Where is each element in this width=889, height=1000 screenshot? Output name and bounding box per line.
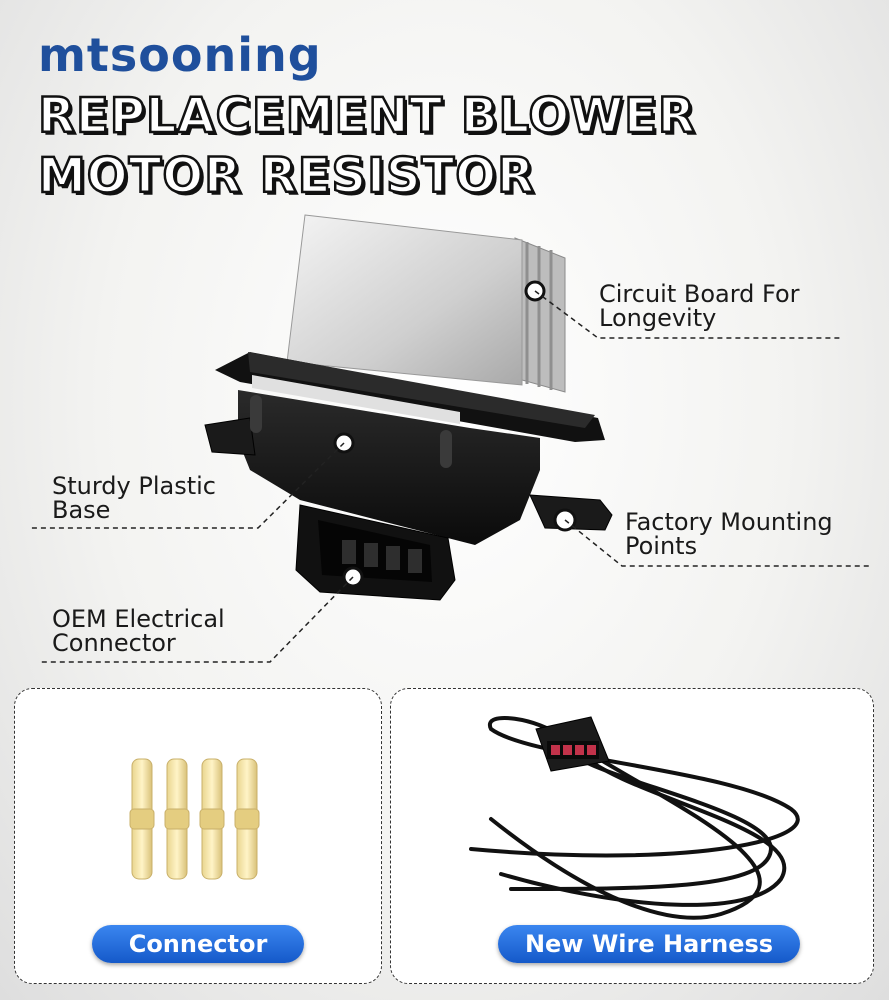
callout-mounting-points: Factory Mounting Points <box>625 510 833 558</box>
callout-plastic-base-line-1: Sturdy Plastic <box>52 472 216 500</box>
heat-sink-fins <box>286 214 566 393</box>
page-title: REPLACEMENT BLOWER MOTOR RESISTOR <box>37 86 858 206</box>
title-line-1: REPLACEMENT BLOWER <box>37 87 696 146</box>
callout-circuit-board-line-1: Circuit Board For <box>599 280 800 308</box>
callout-circuit-board: Circuit Board For Longevity <box>599 282 800 330</box>
leader-lines <box>30 290 870 663</box>
callout-plastic-base-line-2: Base <box>52 496 111 524</box>
callout-plastic-base: Sturdy Plastic Base <box>52 474 216 522</box>
wire-harness-image <box>469 716 800 920</box>
butt-connectors-image <box>129 758 260 880</box>
callout-circuit-board-line-2: Longevity <box>599 304 717 332</box>
callout-electrical-connector-line-1: OEM Electrical <box>52 605 225 633</box>
brand-logo: mtsooning <box>38 28 322 82</box>
callout-mounting-points-line-2: Points <box>625 532 698 560</box>
callout-mounting-points-line-1: Factory Mounting <box>625 508 833 536</box>
harness-plug <box>535 716 610 772</box>
callout-electrical-connector-line-2: Connector <box>52 629 176 657</box>
title-line-2: MOTOR RESISTOR <box>37 147 536 206</box>
plastic-base <box>204 352 613 601</box>
callout-electrical-connector: OEM Electrical Connector <box>52 607 225 655</box>
wire-harness-label: New Wire Harness <box>498 925 800 963</box>
connector-label: Connector <box>92 925 304 963</box>
